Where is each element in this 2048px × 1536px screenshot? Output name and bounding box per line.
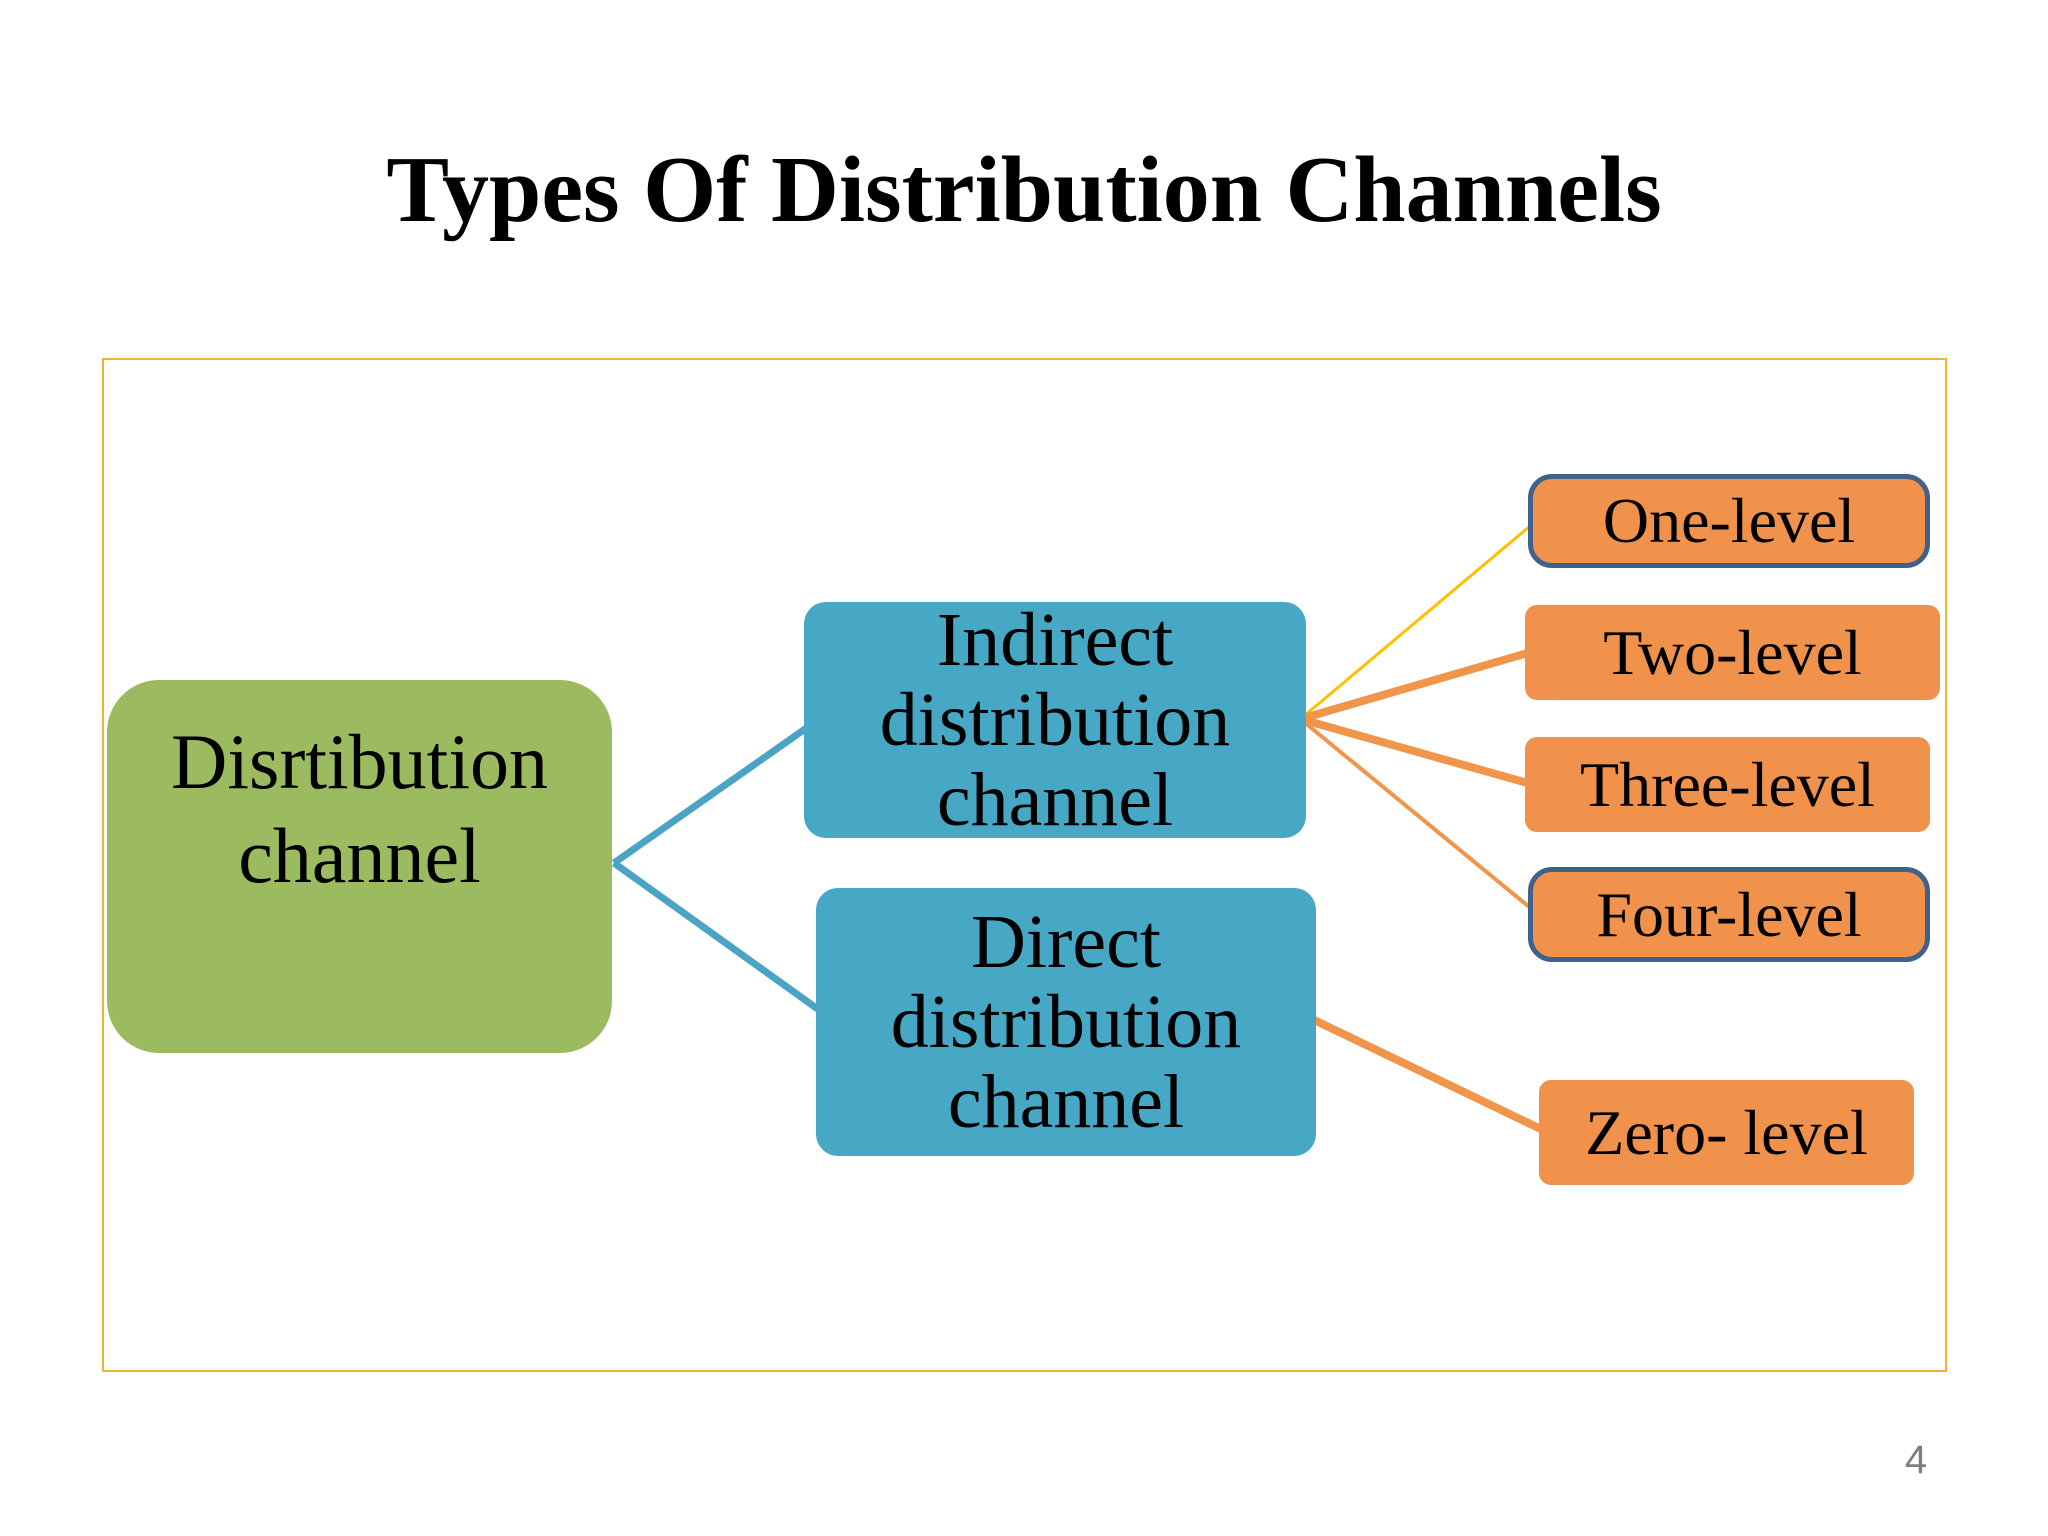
node-four-level: Four-level [1528, 867, 1930, 962]
page-number: 4 [1904, 1438, 1928, 1482]
diagram-frame [102, 358, 1947, 1372]
node-one-level: One-level [1528, 474, 1930, 568]
node-zero-level: Zero- level [1539, 1080, 1914, 1185]
node-three-level: Three-level [1525, 737, 1930, 832]
node-indirect-distribution-channel: Indirect distribution channel [804, 600, 1306, 840]
node-direct-distribution-channel: Direct distribution channel [816, 888, 1316, 1156]
node-distribution-channel: Disrtibution channel [107, 680, 612, 1053]
node-two-level: Two-level [1525, 605, 1940, 700]
slide-title: Types Of Distribution Channels [386, 138, 1662, 242]
